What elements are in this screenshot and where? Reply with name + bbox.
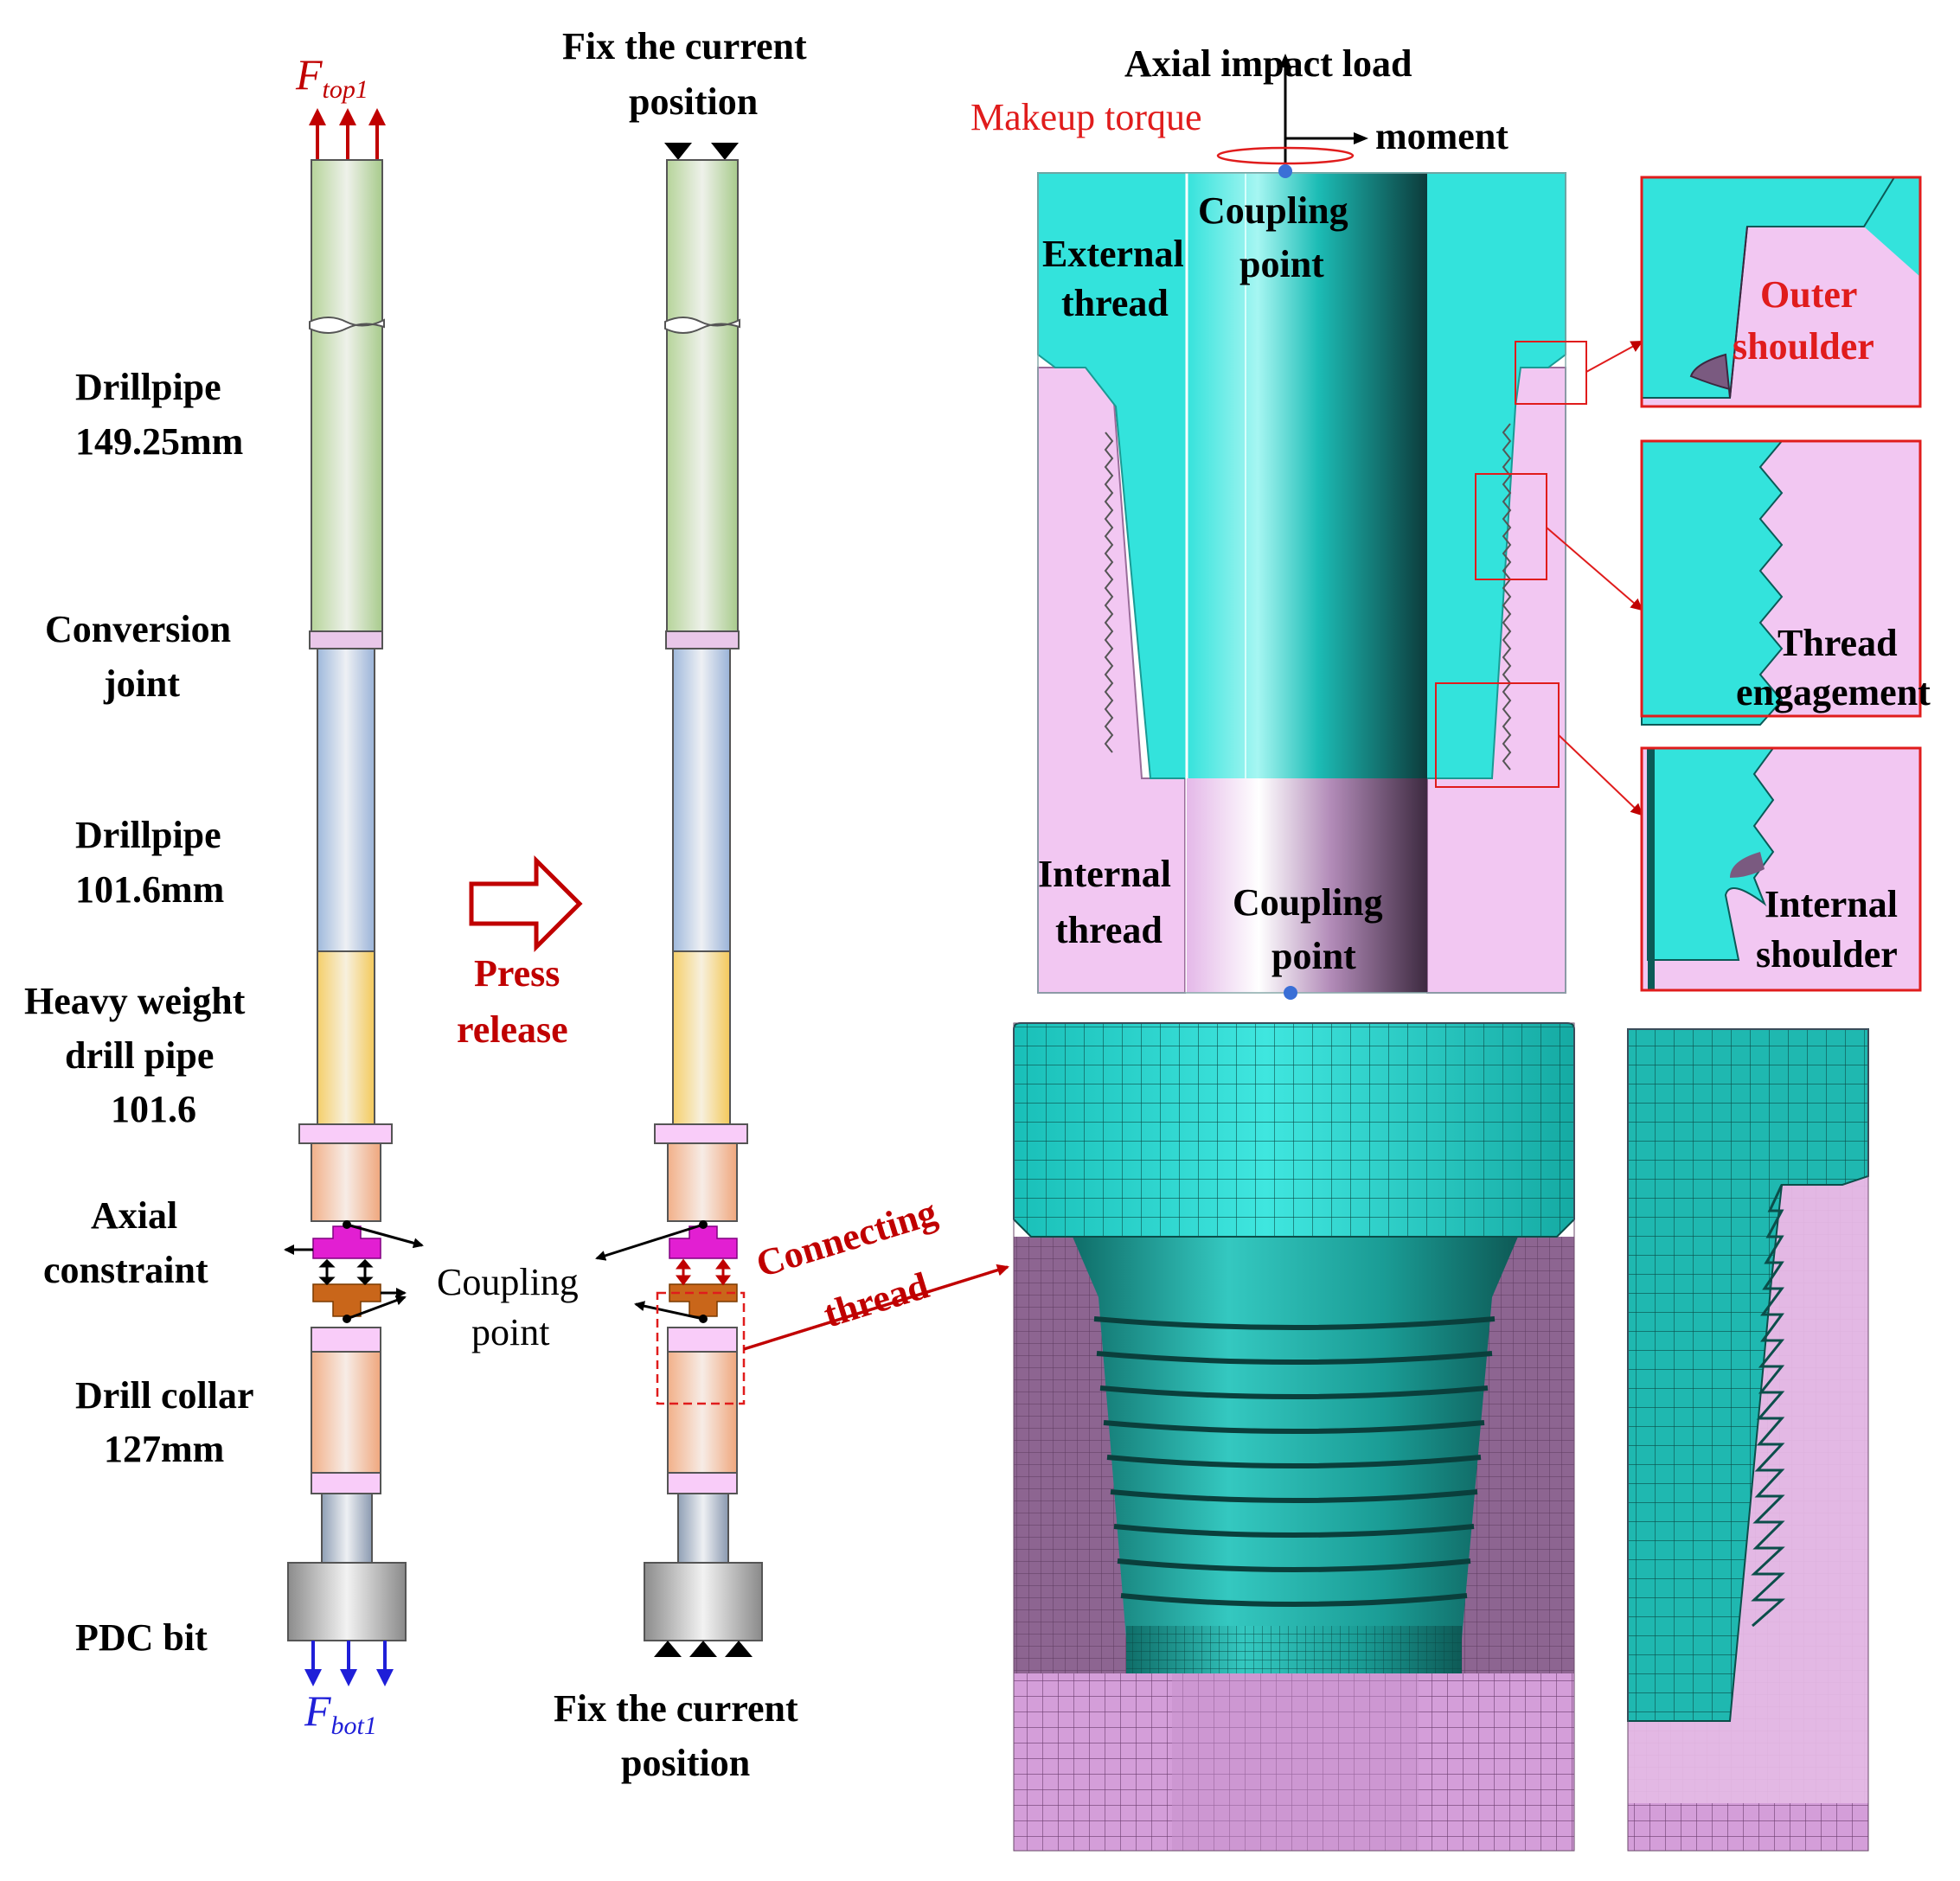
conversion-joint-segment [309, 630, 383, 649]
fix-bottom-label-1: Fix the current [554, 1687, 798, 1730]
drill-collar-size: 127mm [104, 1428, 224, 1470]
upper-collar-segment [667, 1142, 738, 1222]
drillpipe-149-segment [666, 159, 739, 632]
pdc-bit-body [287, 1562, 407, 1641]
drillpipe-101-segment [672, 648, 731, 952]
thread-engagement-label: Thread [1777, 622, 1898, 664]
external-thread-label: External [1042, 233, 1184, 275]
axial-constraint-lower [669, 1283, 738, 1317]
fix-triangle [664, 143, 739, 160]
zoom-thread-engagement [1640, 439, 1922, 726]
collar-joint-bottom [667, 1472, 738, 1494]
fix-bottom-label-2: position [621, 1742, 750, 1784]
coupling-point-mid-label: Coupling [437, 1261, 579, 1303]
break-mark [309, 317, 385, 334]
moment-label: moment [1375, 115, 1508, 157]
coupling-point-top-label: Coupling [1198, 189, 1348, 232]
coupling-point-mid-label-2: point [471, 1311, 549, 1353]
drillpipe-149-size: 149.25mm [75, 420, 243, 463]
hwdp-segment [317, 950, 375, 1125]
box-bore [1187, 778, 1427, 993]
hwdp-label-1: Heavy weight [24, 980, 246, 1022]
pdc-bit-body [644, 1562, 763, 1641]
break-mark [664, 317, 740, 334]
drillpipe-101-segment [317, 648, 375, 952]
collar-joint-bottom [311, 1472, 381, 1494]
constraint-arrows [284, 1244, 407, 1298]
axial-constraint-label-2: constraint [43, 1249, 208, 1291]
top-force-arrows [309, 108, 386, 160]
thread-teeth-right [1502, 423, 1512, 771]
thread-teeth-left [1104, 432, 1114, 753]
hwdp-label-2: drill pipe [65, 1034, 214, 1077]
thread-engagement-label-2: engagement [1736, 671, 1931, 713]
drill-string-left [284, 108, 424, 1686]
collar-joint-top [667, 1327, 738, 1353]
axial-constraint-upper [312, 1225, 381, 1259]
press-release-arrow [469, 854, 583, 953]
zoom-outer-shoulder [1640, 176, 1922, 408]
pdc-bit-label: PDC bit [75, 1616, 208, 1659]
internal-shoulder-label: Internal [1765, 883, 1898, 925]
pin-bore [1185, 173, 1427, 778]
drill-collar-label: Drill collar [75, 1374, 254, 1417]
hwdp-segment [672, 950, 731, 1125]
hwdp-joint [654, 1123, 748, 1144]
coupling-point-top-dot [1278, 164, 1292, 178]
internal-shoulder-label-2: shoulder [1756, 933, 1898, 976]
internal-thread-label-2: thread [1055, 909, 1163, 951]
connecting-thread-label-2: thread [819, 1264, 934, 1335]
axial-constraint-label-1: Axial [91, 1194, 177, 1237]
coupling-point-bottom-dot [1284, 986, 1297, 1000]
coupling-point-top-label-2: point [1239, 243, 1324, 285]
drill-string-right [595, 143, 1009, 1657]
fix-triangle [654, 1641, 753, 1657]
press-release-label-1: Press [474, 952, 560, 995]
hwdp-label-3: 101.6 [111, 1088, 196, 1130]
conversion-joint-label-2: joint [103, 662, 180, 705]
release-arrows [676, 1258, 731, 1286]
drill-collar-segment [667, 1351, 738, 1474]
drillpipe-149-label: Drillpipe [75, 366, 221, 408]
axial-impact-label: Axial impact load [1124, 42, 1412, 85]
collar-joint-top [311, 1327, 381, 1353]
upper-collar-segment [311, 1142, 381, 1222]
internal-thread-label: Internal [1038, 853, 1171, 895]
mesh-section-view [1627, 1028, 1869, 1852]
drill-collar-segment [311, 1351, 381, 1474]
external-thread-label-2: thread [1061, 282, 1169, 324]
drillpipe-101-size: 101.6mm [75, 868, 224, 911]
outer-shoulder-label-2: shoulder [1733, 325, 1874, 368]
torque-ellipse [1216, 146, 1355, 165]
conversion-joint-segment [665, 630, 740, 649]
f-top-label: Ftop1 [295, 50, 368, 104]
fix-top-label-1: Fix the current [562, 25, 807, 67]
axial-constraint-upper [669, 1225, 738, 1259]
hwdp-joint [298, 1123, 393, 1144]
makeup-torque-label: Makeup torque [970, 96, 1202, 138]
bit-sub-segment [677, 1493, 729, 1564]
bottom-force-arrows [304, 1641, 394, 1686]
bit-sub-segment [321, 1493, 373, 1564]
press-release-label-2: release [457, 1008, 568, 1051]
axial-constraint-lower [312, 1283, 381, 1317]
thread-section [1037, 54, 1643, 1000]
drillpipe-149-segment [311, 159, 383, 632]
outer-shoulder-label: Outer [1760, 273, 1857, 316]
mesh-full-view [1013, 1022, 1575, 1852]
conversion-joint-label: Conversion [45, 608, 231, 650]
drillpipe-101-label: Drillpipe [75, 814, 221, 856]
zoom-internal-shoulder [1640, 746, 1922, 992]
coupling-point-bottom-label: Coupling [1233, 881, 1383, 924]
f-bot-label: Fbot1 [304, 1686, 377, 1740]
coupling-point-bottom-label-2: point [1271, 935, 1356, 977]
fix-top-label-2: position [629, 80, 758, 123]
